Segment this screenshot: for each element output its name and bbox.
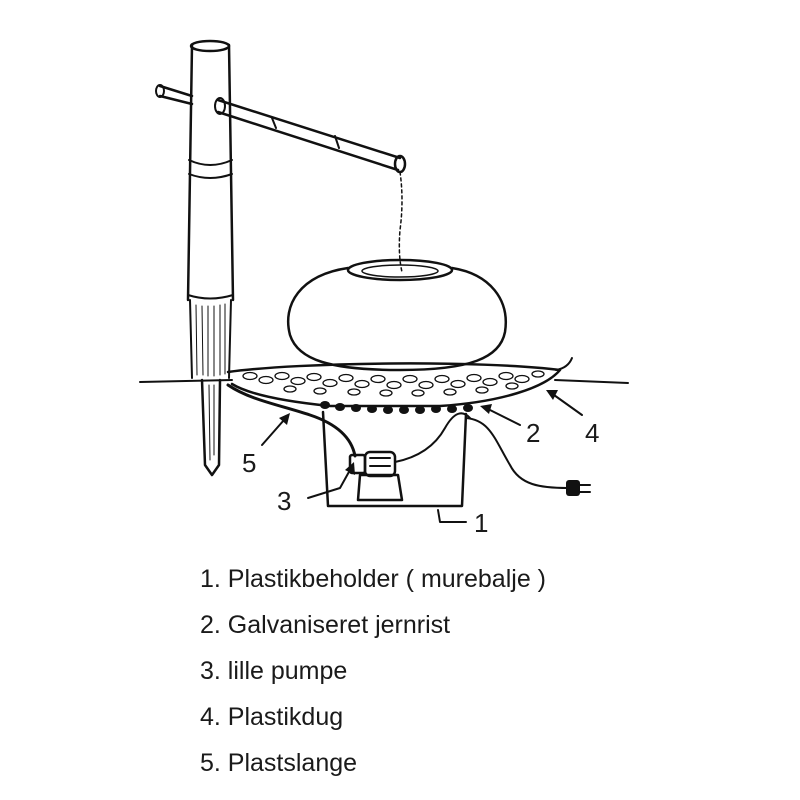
legend-item-4: 4. Plastikdug	[200, 703, 344, 731]
legend-item-2: 2. Galvaniseret jernrist	[200, 611, 451, 639]
callout-2-arrowhead	[480, 404, 492, 414]
callout-5-arrowhead	[279, 413, 290, 425]
callout-5-leader	[261, 419, 285, 446]
legend-item-3: 3. lille pumpe	[200, 657, 348, 685]
power-cord	[465, 417, 591, 496]
legend-item-1: 1. Plastikbeholder ( murebalje )	[200, 565, 546, 593]
callout-4: 4	[585, 418, 599, 448]
fountain-diagram: 1 2 4 5 3	[139, 39, 629, 538]
plastic-hose	[226, 383, 357, 458]
pebble-bed	[226, 357, 573, 408]
ground-line	[139, 379, 629, 384]
legend-item-5: 5. Plastslange	[200, 749, 358, 777]
callout-2: 2	[526, 418, 540, 448]
legend-list: 1. Plastikbeholder ( murebalje ) 2. Galv…	[200, 556, 546, 786]
plastic-container	[321, 410, 468, 508]
callout-2-leader	[489, 409, 521, 426]
bamboo-crossbar	[155, 84, 194, 106]
spout-pipe	[214, 97, 407, 174]
callout-3: 3	[277, 486, 291, 516]
callout-4-arrowhead	[546, 390, 558, 400]
water-stream	[398, 171, 403, 273]
callout-3-leader	[307, 469, 351, 499]
callout-1-leader	[437, 509, 467, 523]
callout-3-arrowhead	[345, 462, 355, 475]
callout-1: 1	[474, 508, 488, 538]
callout-5: 5	[242, 448, 256, 478]
callout-4-leader	[553, 394, 583, 416]
bamboo-post	[186, 39, 235, 477]
round-vessel	[286, 258, 507, 372]
pump	[348, 412, 471, 502]
iron-grid	[320, 401, 473, 414]
